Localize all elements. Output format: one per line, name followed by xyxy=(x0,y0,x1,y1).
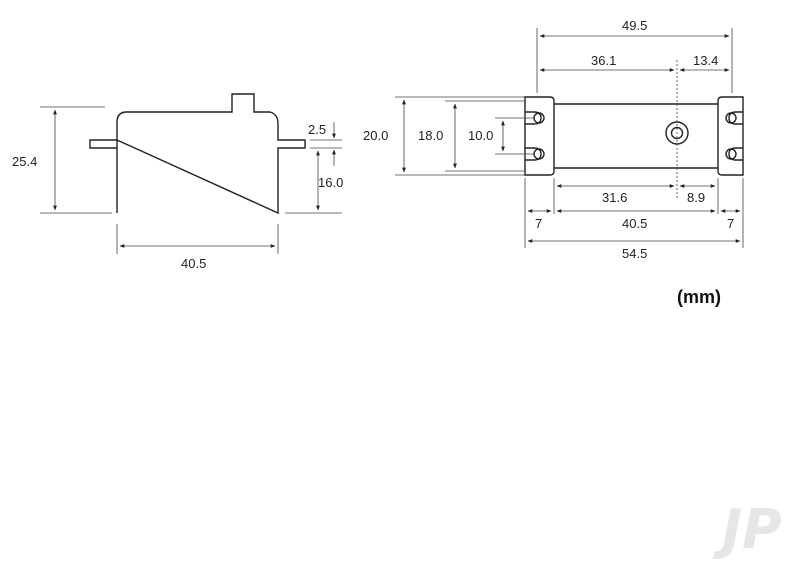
units-label: (mm) xyxy=(677,287,721,307)
mount-slot-bottom-right xyxy=(728,147,743,161)
watermark-logo: JP xyxy=(713,498,782,561)
mount-slot-bottom-left xyxy=(525,147,542,161)
dim-overall-height: 20.0 xyxy=(363,128,388,143)
dim-tab-thickness: 2.5 xyxy=(308,122,326,137)
dim-shaft-offset-left: 31.6 xyxy=(602,190,627,205)
mount-hole-top-left xyxy=(533,112,545,124)
dim-mount-height: 18.0 xyxy=(418,128,443,143)
top-view: 20.0 18.0 10.0 49.5 36.1 13.4 31.6 8.9 7… xyxy=(363,18,744,261)
mount-slot-top-right xyxy=(728,111,743,125)
servo-top-outline xyxy=(524,96,744,176)
mount-hole-bottom-right xyxy=(725,148,737,160)
dim-body-length: 49.5 xyxy=(622,18,647,33)
dim-tab-height: 16.0 xyxy=(318,175,343,190)
side-view: 25.4 40.5 2.5 16.0 xyxy=(12,93,343,271)
mount-hole-bottom-left xyxy=(533,148,545,160)
dim-shaft-from-left: 36.1 xyxy=(591,53,616,68)
mount-slot-top-left xyxy=(525,111,542,125)
dim-hole-spacing: 10.0 xyxy=(468,128,493,143)
dim-hole-pitch: 40.5 xyxy=(622,216,647,231)
dim-tab-left: 7 xyxy=(535,216,542,231)
mount-hole-top-right xyxy=(725,112,737,124)
dim-overall-length: 54.5 xyxy=(622,246,647,261)
dim-shaft-from-right: 13.4 xyxy=(693,53,718,68)
dim-width: 40.5 xyxy=(181,256,206,271)
output-shaft-inner xyxy=(670,126,684,140)
dim-shaft-offset-right: 8.9 xyxy=(687,190,705,205)
dim-height: 25.4 xyxy=(12,154,37,169)
servo-side-outline xyxy=(89,93,306,215)
dim-tab-right: 7 xyxy=(727,216,734,231)
